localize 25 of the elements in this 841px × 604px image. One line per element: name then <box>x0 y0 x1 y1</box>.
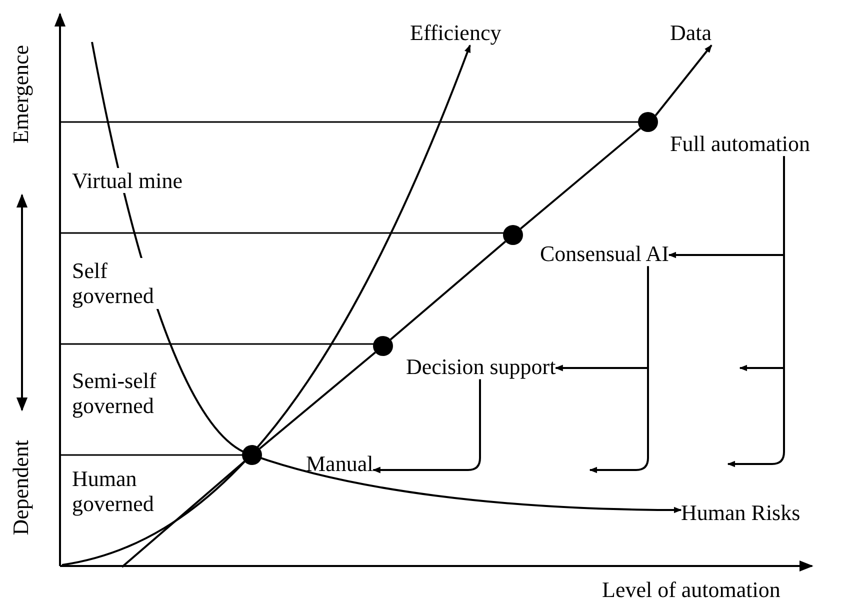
connector-line <box>121 460 246 568</box>
data-point-dot <box>503 225 523 245</box>
arrow <box>91 42 682 514</box>
level-label: Full automation <box>670 131 810 156</box>
arrow <box>62 44 471 566</box>
level-label: Consensual AI <box>540 241 669 266</box>
arrow <box>727 156 785 468</box>
arrow <box>589 266 649 474</box>
level-label: Manual <box>306 451 374 476</box>
connector-line <box>520 128 641 230</box>
axis-title: Emergence <box>8 45 34 144</box>
arrow <box>654 44 712 116</box>
axis-title: Dependent <box>8 440 34 536</box>
connector-line <box>259 352 376 450</box>
data-point-dot <box>242 445 262 465</box>
level-label: Human Risks <box>681 500 800 526</box>
data-point-dot <box>638 112 658 132</box>
zone-label: Virtual mine <box>72 168 182 194</box>
axis-label: Data <box>670 20 712 46</box>
axis-label: Efficiency <box>410 20 502 46</box>
connector-line <box>390 240 506 340</box>
arrow <box>372 379 481 474</box>
data-point-dot <box>373 336 393 356</box>
level-label: Decision support <box>406 354 556 380</box>
axis-title: Level of automation <box>602 577 780 602</box>
